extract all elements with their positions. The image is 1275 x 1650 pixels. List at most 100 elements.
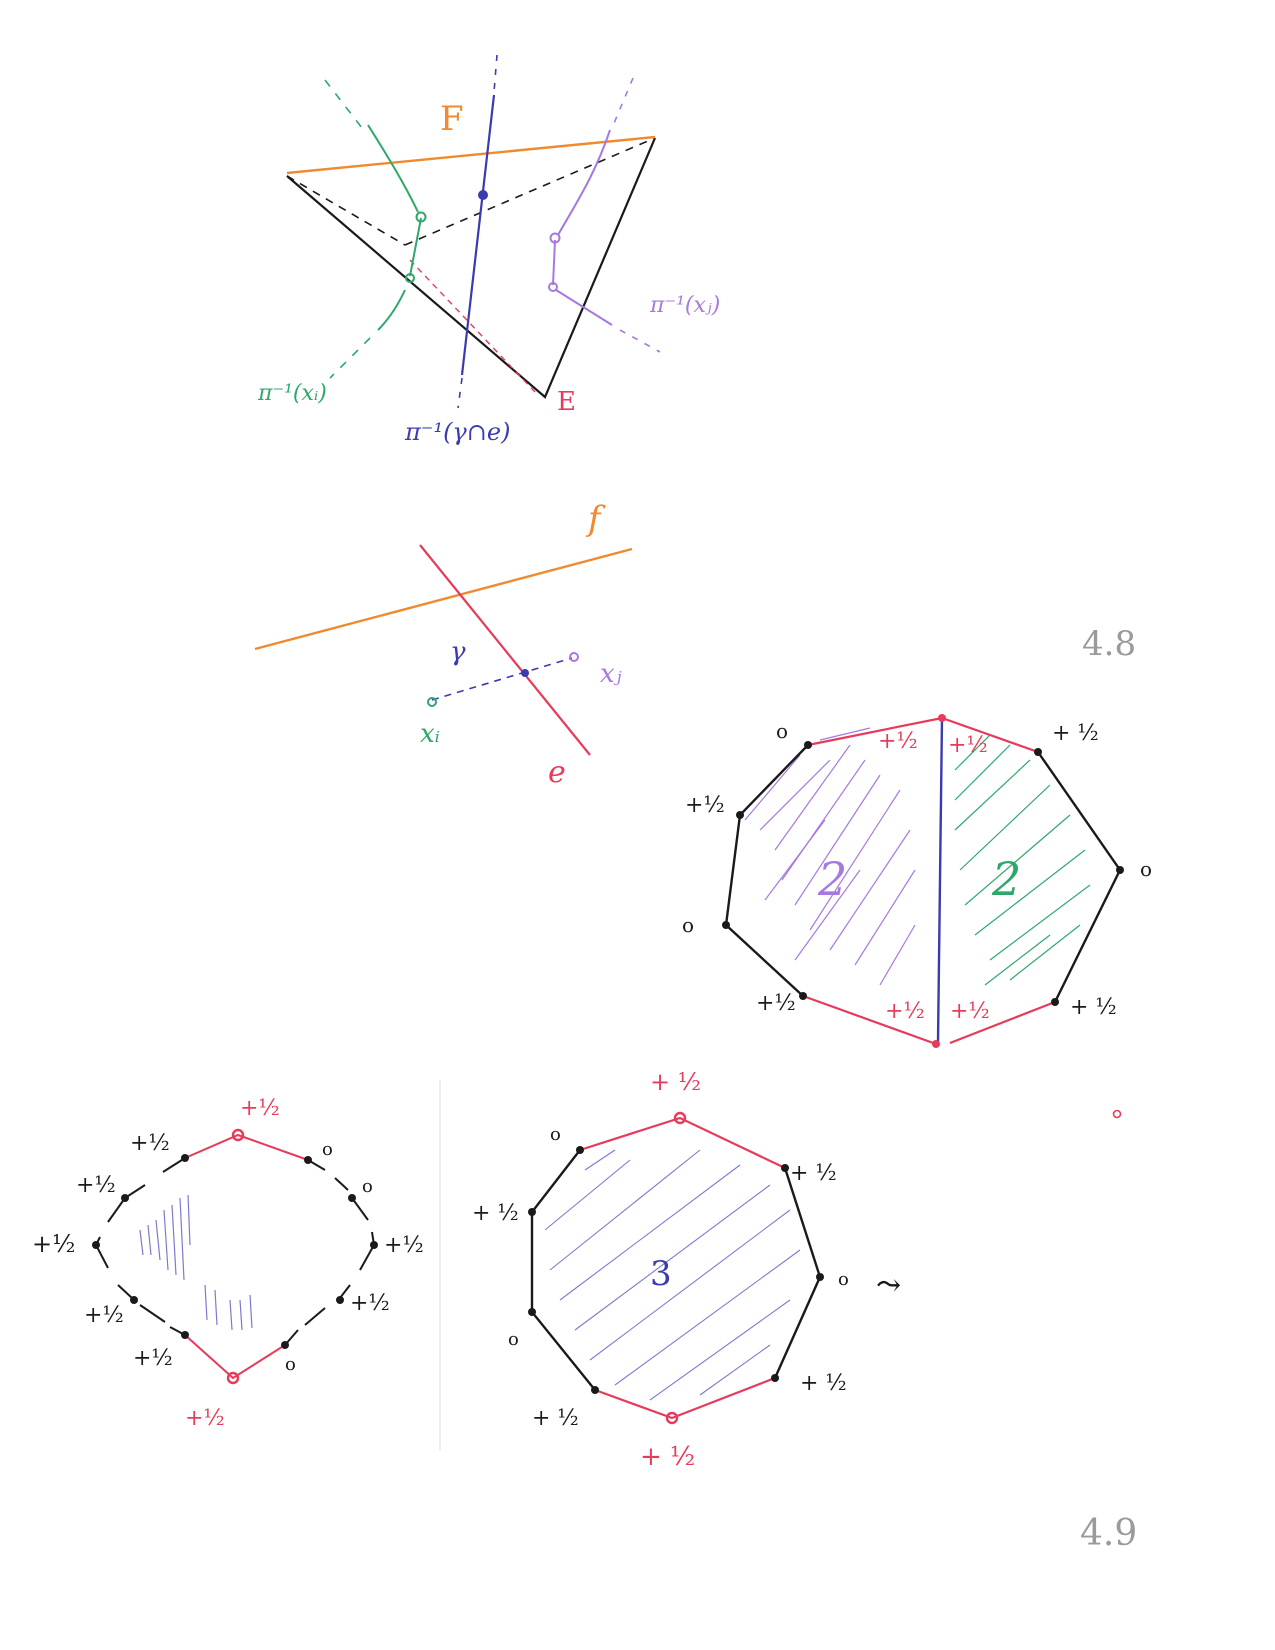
figure-4: +½ +½ +½ +½ +½ +½ +½ o o +½ +½ o — [32, 1096, 424, 1431]
label-bottom: + ½ — [640, 1442, 695, 1472]
page-number-4-8: 4.8 — [1082, 624, 1136, 664]
squiggle-arrow: ⤳ — [876, 1268, 901, 1303]
label-left-upper: +½ — [685, 793, 725, 818]
label-upper-right-2: o — [362, 1176, 373, 1197]
top-red-edges — [579, 1116, 786, 1169]
label-top: + ½ — [650, 1068, 701, 1096]
green-point-bottom — [405, 273, 415, 283]
label-upper-left-1: +½ — [130, 1131, 170, 1156]
label-lower-right-2: o — [285, 1354, 296, 1375]
label-left: +½ — [32, 1230, 75, 1258]
label-E: E — [557, 387, 576, 417]
red-line-e — [419, 544, 591, 756]
green-segment — [409, 217, 422, 277]
purple-segment — [552, 239, 556, 286]
label-bottom-right: + ½ — [1070, 995, 1117, 1020]
hatch-blue — [139, 1194, 253, 1331]
purple-point-top — [549, 232, 561, 244]
vertex-top-red — [938, 714, 946, 722]
label-right-mid: o — [1140, 857, 1152, 881]
label-upper-left: o — [550, 1124, 561, 1145]
label-right: o — [838, 1269, 849, 1290]
label-top: +½ — [240, 1096, 280, 1121]
label-pi-xi: π⁻¹(xᵢ) — [257, 381, 327, 406]
left-black-edges — [724, 744, 809, 997]
label-e: e — [548, 755, 566, 790]
blue-line — [460, 94, 496, 376]
point-xi — [427, 697, 437, 707]
label-upper-right-1: o — [322, 1139, 333, 1160]
label-right: +½ — [384, 1233, 424, 1258]
label-bottom-left: +½ — [756, 991, 796, 1016]
green-curve-lower — [377, 289, 406, 331]
green-point-top — [415, 211, 427, 223]
triangle-outline — [286, 137, 657, 399]
label-bottom: +½ — [185, 1406, 225, 1431]
vertex-bottom-red — [226, 1371, 240, 1385]
label-xi: xᵢ — [420, 719, 440, 749]
blue-divider — [936, 717, 944, 1043]
dashed-edge-right — [404, 137, 656, 246]
black-edges — [95, 1157, 375, 1346]
purple-line — [557, 129, 611, 236]
label-F: F — [440, 99, 464, 139]
label-pi-xj: π⁻¹(xⱼ) — [649, 293, 720, 318]
left-black-edges — [530, 1149, 596, 1391]
label-lower-right: + ½ — [800, 1371, 847, 1396]
label-left-lower: o — [508, 1329, 519, 1350]
hatch-right-green — [954, 734, 1091, 986]
label-pi-gamma-e: π⁻¹(γ∩e) — [404, 418, 510, 446]
label-left-upper: + ½ — [472, 1201, 519, 1226]
point-gamma-e — [521, 669, 529, 677]
point-xj — [569, 652, 579, 662]
stray-red-dot — [1112, 1109, 1122, 1119]
label-gamma: γ — [450, 637, 466, 667]
label-top-right: + ½ — [1052, 721, 1099, 746]
label-top-mid-right: +½ — [948, 733, 988, 758]
octagon-vertices — [528, 1146, 824, 1394]
vertex-top-red — [231, 1128, 245, 1142]
label-bottom-mid-right: +½ — [950, 999, 990, 1024]
region-label: 3 — [650, 1254, 672, 1294]
bottom-red-edges — [802, 994, 1056, 1046]
figure-1: F π⁻¹(xᵢ) π⁻¹(γ∩e) π⁻¹(xⱼ) E — [257, 54, 720, 446]
orange-line-f — [254, 547, 633, 651]
figure-5: 3 + ½ o + ½ o + ½ + ½ + ½ o + ½ ⤳ — [472, 1068, 901, 1472]
label-top-left-o: o — [776, 719, 788, 743]
vertex-bottom-red — [932, 1040, 940, 1048]
label-f: f — [585, 499, 606, 539]
blue-line-dashed-top — [493, 54, 498, 93]
region-right-label: 2 — [991, 852, 1021, 906]
label-top-mid-left: +½ — [878, 729, 918, 754]
label-xj: xⱼ — [600, 659, 622, 689]
hatch-left-purple — [744, 727, 916, 986]
label-lower-left: + ½ — [532, 1406, 579, 1431]
right-black-edges — [773, 1167, 822, 1379]
label-lower-right-1: +½ — [350, 1291, 390, 1316]
blue-point — [478, 190, 488, 200]
top-red-edges — [184, 1133, 309, 1161]
vertex-bottom-red — [665, 1411, 679, 1425]
purple-line-dashed-bottom — [619, 329, 661, 353]
red-dashed-line — [409, 259, 536, 393]
label-left-lower: o — [682, 913, 694, 937]
bottom-red-edges — [184, 1334, 286, 1380]
label-lower-left-1: +½ — [84, 1303, 124, 1328]
blue-line-dashed-bottom — [457, 377, 463, 409]
polygon-vertices — [92, 1154, 378, 1349]
purple-line-dashed-top — [611, 77, 634, 129]
gamma-dashed-segment — [431, 657, 573, 701]
figure-3: 2 2 o +½ +½ + ½ +½ o o +½ +½ +½ + ½ — [682, 714, 1152, 1048]
vertex-top-red — [673, 1111, 687, 1125]
hatch-blue — [544, 1149, 801, 1401]
label-lower-left-2: +½ — [133, 1346, 173, 1371]
green-curve-lower-dashed — [329, 337, 371, 379]
orange-line-F — [286, 135, 656, 175]
green-curve-upper-dashed — [324, 79, 363, 129]
label-bottom-mid-left: +½ — [885, 999, 925, 1024]
page-number-4-9: 4.9 — [1080, 1513, 1137, 1554]
green-curve — [367, 124, 419, 213]
dashed-edge-left — [286, 175, 406, 246]
bottom-red-edges — [594, 1376, 776, 1420]
label-upper-left-2: +½ — [76, 1173, 116, 1198]
